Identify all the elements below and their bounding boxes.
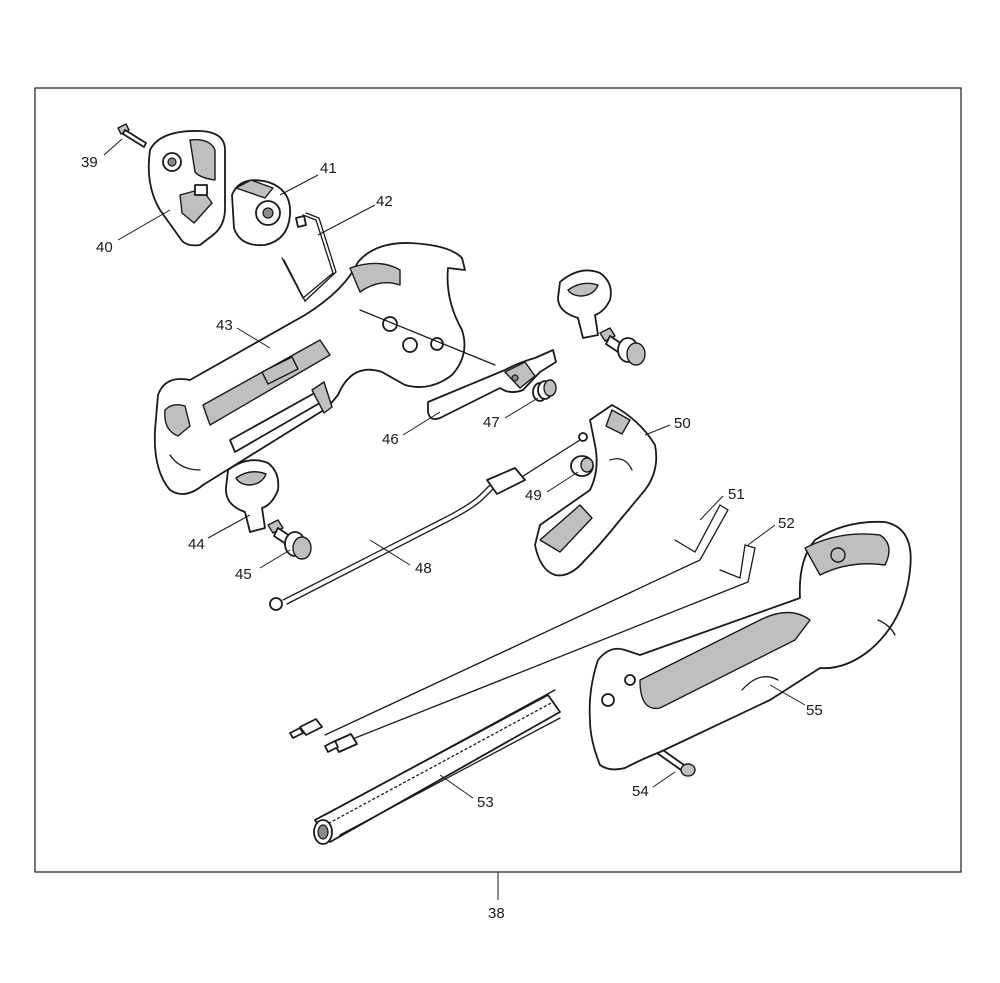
callout-52: 52 xyxy=(778,515,795,532)
callout-49: 49 xyxy=(525,487,542,504)
part-50-lock-lever xyxy=(534,404,658,577)
part-40-handle-cover xyxy=(147,130,226,247)
callout-41: 41 xyxy=(320,160,337,177)
part-41-switch xyxy=(231,179,307,247)
part-47-spring xyxy=(532,379,557,402)
callout-50: 50 xyxy=(674,415,691,432)
clamp-upper xyxy=(557,269,612,339)
callout-44: 44 xyxy=(188,536,205,553)
callout-47: 47 xyxy=(483,414,500,431)
part-48-throttle-cable xyxy=(269,432,588,611)
part-52-wire xyxy=(324,544,756,753)
callout-42: 42 xyxy=(376,193,393,210)
leader-lines xyxy=(103,138,806,900)
part-43-handle-half xyxy=(153,242,496,495)
callout-labels: 39 40 41 42 43 44 45 46 47 48 49 50 51 5… xyxy=(81,154,823,922)
callout-53: 53 xyxy=(477,794,494,811)
part-51-wire-spring xyxy=(289,504,729,739)
part-39-screw xyxy=(117,123,147,148)
callout-45: 45 xyxy=(235,566,252,583)
callout-40: 40 xyxy=(96,239,113,256)
part-53-corrugated-tube xyxy=(313,689,561,845)
part-45-screw xyxy=(267,519,312,560)
part-54-screw xyxy=(656,747,696,777)
callout-43: 43 xyxy=(216,317,233,334)
part-49-ring xyxy=(570,455,594,477)
part-55-main-handle xyxy=(588,520,912,771)
callout-55: 55 xyxy=(806,702,823,719)
screw-upper xyxy=(599,327,646,366)
callout-46: 46 xyxy=(382,431,399,448)
part-42-spring xyxy=(281,212,337,303)
part-44-clamp xyxy=(225,459,280,533)
callout-38: 38 xyxy=(488,905,505,922)
callout-48: 48 xyxy=(415,560,432,577)
callout-54: 54 xyxy=(632,783,649,800)
callout-51: 51 xyxy=(728,486,745,503)
part-46-trigger xyxy=(427,349,557,421)
callout-39: 39 xyxy=(81,154,98,171)
